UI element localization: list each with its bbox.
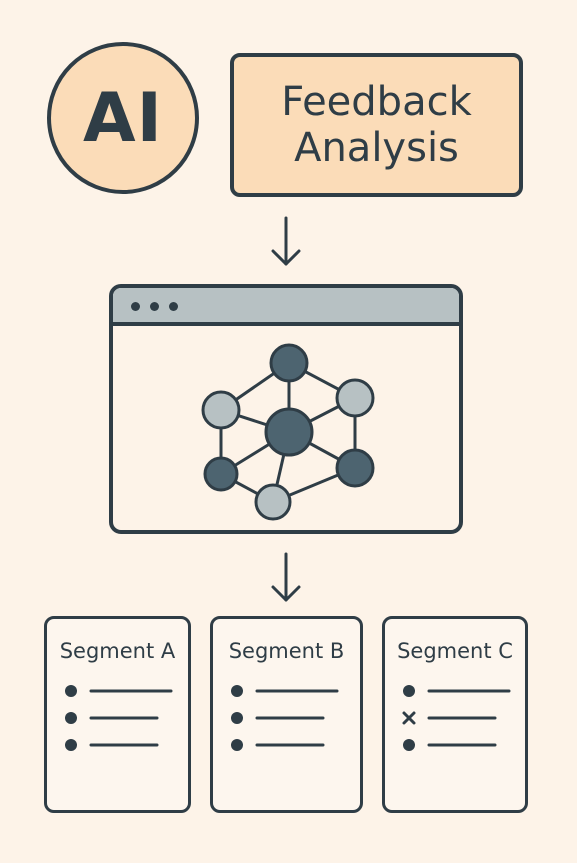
segment-list [231, 685, 339, 751]
segment-list [402, 685, 511, 751]
network-node-lower-left [203, 456, 239, 492]
window-dot-icon [131, 302, 140, 311]
bullet-dot-icon [65, 685, 77, 697]
title-box: Feedback Analysis [230, 53, 523, 197]
bullet-dot-icon [65, 739, 77, 751]
segment-card-c: Segment C [382, 616, 528, 813]
window-dot-icon [169, 302, 178, 311]
network-node-upper-right [335, 378, 375, 418]
bullet-dot-icon [231, 712, 243, 724]
browser-window [109, 284, 463, 534]
segment-title: Segment C [397, 639, 513, 663]
network-node-center [264, 407, 314, 457]
ai-logo: AI [47, 42, 199, 194]
bullet-dot-icon [65, 712, 77, 724]
bullet-dot-icon [231, 739, 243, 751]
network-node-top [269, 343, 309, 383]
segment-title: Segment B [228, 639, 345, 663]
cross-marker-icon [402, 711, 416, 725]
bullet-dot-icon [231, 685, 243, 697]
segment-title: Segment A [59, 639, 176, 663]
bullet-dot-icon [403, 739, 415, 751]
window-title-bar [113, 288, 459, 326]
window-dot-icon [150, 302, 159, 311]
page-title: Feedback Analysis [281, 79, 472, 171]
segment-card-b: Segment B [210, 616, 363, 813]
network-node-lower-right [335, 448, 375, 488]
arrow-down-icon [271, 552, 301, 602]
bullet-dot-icon [403, 685, 415, 697]
network-node-upper-left [201, 390, 241, 430]
arrow-down-icon [271, 216, 301, 266]
segment-card-a: Segment A [44, 616, 191, 813]
network-graph-icon [201, 343, 375, 521]
ai-logo-label: AI [83, 78, 163, 158]
segment-list [65, 685, 173, 751]
network-node-bottom [254, 483, 292, 521]
